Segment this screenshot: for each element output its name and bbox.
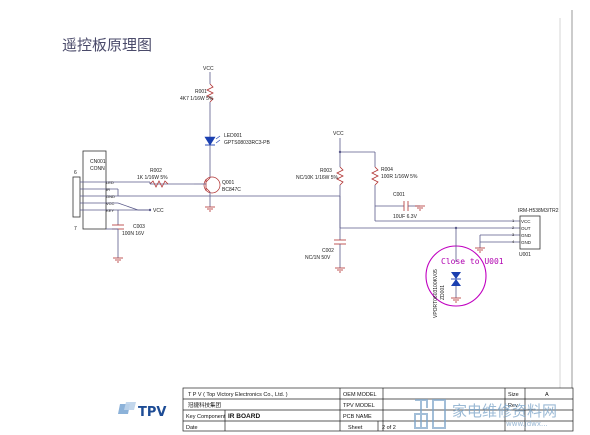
c002-ref: C002 <box>322 248 334 254</box>
cn001-pin-ir: IR <box>106 187 110 192</box>
cn001-outline <box>82 150 107 230</box>
cn001-pin-vcc: VCC <box>106 201 115 206</box>
watermark-url: www.jdwx... <box>506 420 548 428</box>
r002-resistor <box>149 180 169 188</box>
cn001-pin-top: 6 <box>74 170 77 176</box>
led001-diode <box>204 136 216 146</box>
u001-body <box>519 215 541 250</box>
c002-value: NC/1N 50V <box>305 255 331 261</box>
c003-value: 100N 16V <box>122 231 145 237</box>
vcc-label-r001: VCC <box>203 66 214 72</box>
led001-ref: LED001 <box>224 133 242 139</box>
ground-symbol-q001 <box>205 206 215 212</box>
rev-label: Rev <box>508 403 518 409</box>
q001-collector <box>205 177 211 183</box>
r004-ref: R004 <box>381 167 393 173</box>
cn001-pin-gnd: GND <box>106 194 115 199</box>
r001-value: 4K7 1/16W 5% <box>180 96 214 102</box>
ground-symbol-zd001 <box>451 297 461 303</box>
zd-node <box>454 226 458 230</box>
tpv-logo-text: TPV <box>138 405 166 420</box>
cn001-pin-key: KEY <box>106 208 114 213</box>
r003-value: NC/10K 1/16W 5% <box>296 175 339 181</box>
cn001-pin-bottom: 7 <box>74 226 77 232</box>
cn001-pin-led: LED <box>106 180 114 185</box>
u001-pin-num-2: 2 <box>512 225 515 230</box>
q001-emitter <box>205 187 211 193</box>
q001-value: BC847C <box>222 187 241 193</box>
date-label: Date <box>186 425 198 431</box>
oem-model-label: OEM MODEL <box>343 392 377 398</box>
company-name-cn: 冠捷科技集团 <box>188 401 222 409</box>
cn001-ref: CN001 <box>90 159 106 165</box>
ground-symbol-c002 <box>335 267 345 273</box>
u001-pin-num-3: 3 <box>512 232 515 237</box>
led001-value: GPTS08033RC3-PB <box>224 140 271 146</box>
u001-pin-num-1: 1 <box>512 218 515 223</box>
vcc-label-right: VCC <box>333 131 344 137</box>
q001-ref: Q001 <box>222 180 234 186</box>
watermark-text: 家电维修资料网 <box>452 402 557 420</box>
tpv-model-label: TPV MODEL <box>343 403 375 409</box>
c001-value: 10UF 6.3V <box>393 214 418 220</box>
r001-resistor <box>206 83 214 103</box>
r003-resistor <box>336 166 344 186</box>
led001-emission-arrow <box>215 135 221 140</box>
r001-ref: R001 <box>195 89 207 95</box>
cn001-body <box>72 176 81 218</box>
vcc-flag-node <box>148 208 152 212</box>
zd001-value: VPORT0603100KV05 <box>433 269 439 318</box>
size-label: Size <box>508 392 519 398</box>
c003-ref: C003 <box>133 224 145 230</box>
r003-ref: R003 <box>320 168 332 174</box>
c001-ref: C001 <box>393 192 405 198</box>
r004-value: 100R 1/16W 5% <box>381 174 418 180</box>
u001-pin-gnd1: GND <box>521 233 532 238</box>
zd001-diode-lower <box>451 279 461 286</box>
zd001-diode-upper <box>451 272 461 279</box>
company-name: T P V ( Top Victory Electronics Co., Ltd… <box>188 392 288 398</box>
close-note: Close to U001 <box>441 257 504 266</box>
size-value: A <box>545 392 549 398</box>
board-name: IR BOARD <box>228 413 260 420</box>
page-title: 遥控板原理图 <box>62 36 152 54</box>
cn001-value: CONN <box>90 166 105 172</box>
u001-pin-vcc: VCC <box>521 219 531 224</box>
zd001-ref: ZD001 <box>440 285 446 300</box>
tpv-logo: TPV <box>118 402 166 420</box>
u001-ref: U001 <box>519 252 531 258</box>
pcb-name-label: PCB NAME <box>343 414 372 420</box>
cn001-pin-list <box>80 181 150 211</box>
sheet-label: Sheet <box>348 425 363 431</box>
r004-resistor <box>371 166 379 186</box>
u001-part: IRM-H538M3/TR2 <box>518 208 559 214</box>
sheet-value: 2 of 2 <box>382 425 396 431</box>
watermark-logo-icon <box>414 399 446 429</box>
q001-transistor-body <box>203 176 221 194</box>
ground-symbol-u001 <box>475 247 485 253</box>
title-block <box>182 387 574 432</box>
u001-pin-gnd2: GND <box>521 240 532 245</box>
r002-ref: R002 <box>150 168 162 174</box>
ground-symbol-cn001 <box>113 257 123 263</box>
r002-value: 1K 1/16W 5% <box>137 175 168 181</box>
wire-vcc-flag <box>117 202 139 211</box>
ground-symbol-c001 <box>415 205 425 211</box>
led001-emission-arrow-2 <box>215 139 221 144</box>
vcc-flag-label: VCC <box>153 208 164 214</box>
key-component-label: Key Component <box>186 414 226 420</box>
u001-pin-num-4: 4 <box>512 239 515 244</box>
u001-pin-out: OUT <box>521 226 531 231</box>
